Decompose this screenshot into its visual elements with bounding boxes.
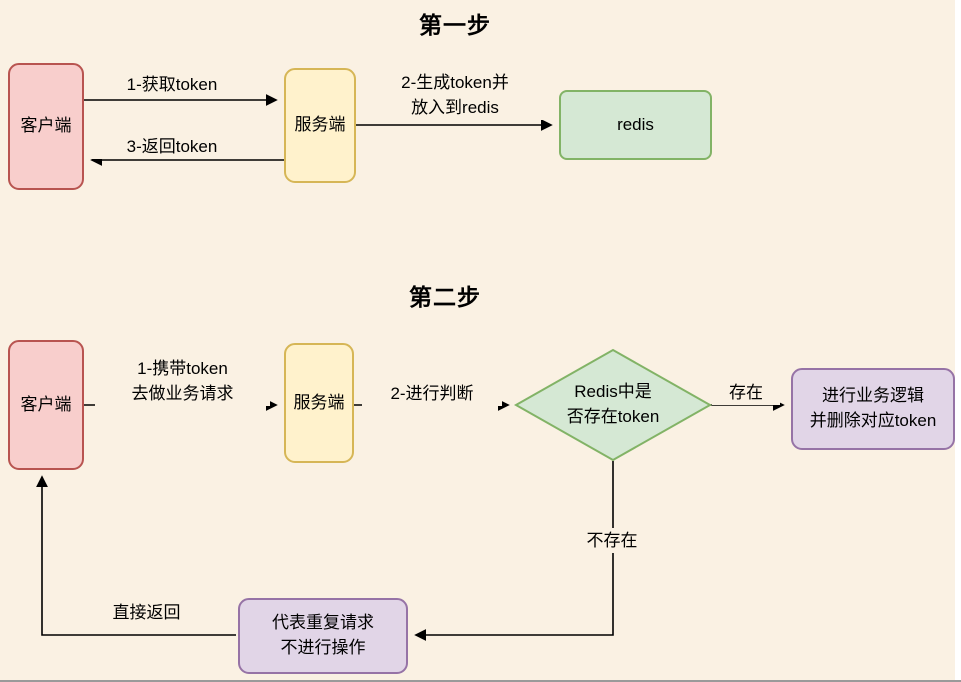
edge-get-token-label: 1-获取token bbox=[92, 72, 252, 97]
step2-server-label: 服务端 bbox=[293, 392, 345, 412]
business-line1: 进行业务逻辑 bbox=[822, 386, 924, 406]
edge-return-token-label: 3-返回token bbox=[92, 134, 252, 159]
edge-return-direct-label: 直接返回 bbox=[104, 600, 189, 625]
business-line2: 并删除对应token bbox=[809, 411, 937, 430]
edge-exists-label: 存在 bbox=[712, 380, 780, 405]
step1-redis-label: redis bbox=[617, 114, 654, 134]
edge-carry-token-label: 1-携带token 去做业务请求 bbox=[95, 356, 270, 406]
edge-not-exists-arrow bbox=[414, 461, 614, 641]
edge-judge-label: 2-进行判断 bbox=[362, 381, 502, 406]
edge-gen-token-line1: 2-生成token并 bbox=[401, 73, 509, 92]
window-edge-strip bbox=[955, 0, 961, 680]
business-logic-node: 进行业务逻辑 并删除对应token bbox=[791, 368, 955, 450]
step1-server-node: 服务端 bbox=[284, 68, 356, 183]
step2-title: 第二步 bbox=[409, 284, 481, 310]
step1-redis-node: redis bbox=[559, 90, 712, 160]
duplicate-request-node: 代表重复请求 不进行操作 bbox=[238, 598, 408, 674]
edge-not-exists-label: 不存在 bbox=[572, 528, 652, 553]
decision-node-label: Redis中是 否存在token bbox=[523, 368, 703, 442]
decision-line1: Redis中是 bbox=[574, 382, 652, 402]
step1-client-label: 客户端 bbox=[20, 116, 72, 136]
edge-return-direct-arrow bbox=[36, 475, 236, 636]
step1-client-node: 客户端 bbox=[8, 63, 84, 190]
step2-client-label: 客户端 bbox=[20, 394, 72, 414]
step1-title: 第一步 bbox=[419, 12, 491, 38]
decision-line2: 否存在token bbox=[566, 407, 660, 426]
duplicate-line2: 不进行操作 bbox=[280, 638, 366, 657]
edge-gen-token-line2: 放入到redis bbox=[411, 98, 499, 117]
edge-carry-line2: 去做业务请求 bbox=[131, 384, 234, 403]
edge-carry-line1: 1-携带token bbox=[137, 359, 228, 378]
decision-diamond bbox=[513, 348, 713, 462]
duplicate-line1: 代表重复请求 bbox=[272, 613, 374, 633]
step2-client-node: 客户端 bbox=[8, 340, 84, 470]
edge-gen-token-label: 2-生成token并 放入到redis bbox=[365, 70, 545, 120]
step1-server-label: 服务端 bbox=[294, 115, 346, 135]
step2-server-node: 服务端 bbox=[284, 343, 354, 463]
